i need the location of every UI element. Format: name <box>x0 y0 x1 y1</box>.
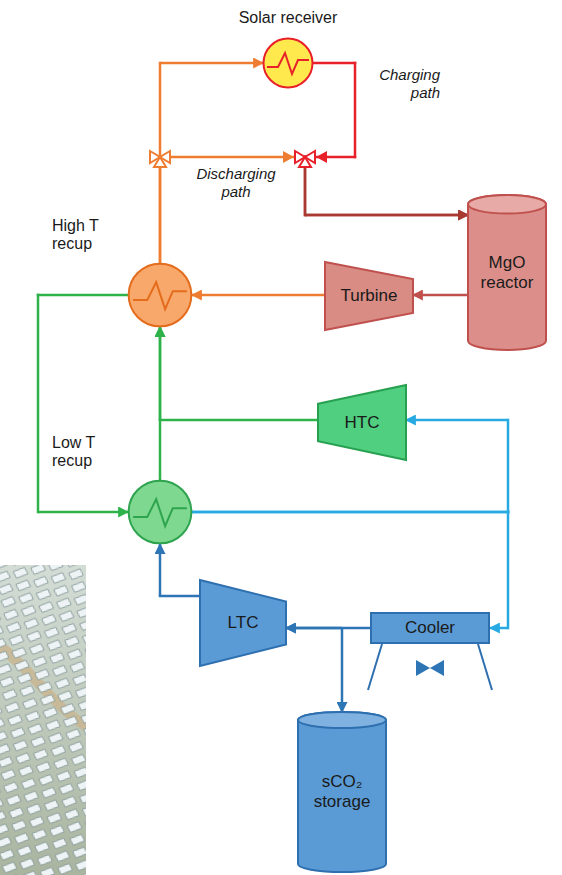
cooler-fan <box>368 644 492 690</box>
pipe-segment <box>413 294 468 297</box>
pipe-segment <box>354 63 357 157</box>
recuperator-circle: High T recup <box>128 263 192 327</box>
recuperator-circle: Low T recup <box>128 480 192 544</box>
pipe-segment <box>159 544 162 596</box>
pipe-segment <box>305 214 468 217</box>
shape-outline <box>128 480 192 544</box>
flow-arrowhead <box>283 151 294 163</box>
fan-symbol <box>416 660 444 676</box>
pipe-segment <box>38 294 128 297</box>
pipe-segment <box>160 62 263 65</box>
flow-connector <box>160 327 318 420</box>
trapezoid-outline <box>325 262 413 330</box>
component-name: LTC <box>204 613 282 633</box>
circle-outline <box>129 264 192 327</box>
pipe-segment <box>406 419 508 422</box>
heat-exchanger-symbol <box>267 53 309 74</box>
heliostat-rows <box>0 565 86 875</box>
cylinder-body <box>468 195 546 350</box>
cooler-box: Cooler <box>370 612 490 644</box>
circle-outline <box>264 39 313 88</box>
pipe-segment <box>286 627 342 630</box>
component-label: Solar receiver <box>223 9 353 27</box>
heat-exchanger-symbol <box>133 282 187 309</box>
flow-arrowhead <box>316 151 327 163</box>
flow-connector <box>305 63 468 215</box>
pipe-segment <box>159 327 162 480</box>
cooler-leg <box>368 644 382 690</box>
trapezoid-outline <box>200 580 286 666</box>
component-name: MgO reactor <box>472 253 542 292</box>
storage-cylinder: sCO₂ storage <box>298 712 386 872</box>
heat-exchanger-circle: Solar receiver <box>263 38 313 88</box>
compressor-shape: HTC <box>318 385 406 460</box>
heat-exchanger-symbol <box>133 499 187 526</box>
pipe-segment <box>192 511 508 514</box>
pipe-segment <box>159 157 162 263</box>
pipe-segment <box>490 627 508 630</box>
path-label: Discharging path <box>180 165 292 201</box>
compressor-shape: LTC <box>200 580 286 666</box>
component-label: Low T recup <box>52 434 110 471</box>
pipe-segment <box>37 295 40 512</box>
flow-connector <box>413 295 468 296</box>
reactor-cylinder: MgO reactor <box>468 195 546 350</box>
three-way-valve <box>283 151 327 167</box>
pipe-segment <box>192 294 325 297</box>
trapezoid-outline <box>318 385 406 460</box>
shape-outline <box>128 263 192 327</box>
solar-field-photo <box>0 565 86 875</box>
pipe-segment <box>305 214 468 217</box>
shape-outline <box>263 38 313 88</box>
path-label: Charging path <box>358 66 440 102</box>
pipe-segment <box>507 420 510 512</box>
flow-connector <box>160 327 161 480</box>
cylinder-body <box>298 712 386 872</box>
pipe-segment <box>160 595 200 598</box>
pipe-segment <box>160 419 318 422</box>
component-label: High T recup <box>52 217 110 254</box>
flow-connector <box>192 295 325 296</box>
pipe-segment <box>159 327 162 420</box>
valve-symbol <box>299 157 311 167</box>
component-name: Cooler <box>376 618 484 638</box>
cooler-leg <box>478 644 492 690</box>
photo-ground <box>0 565 86 875</box>
pipe-segment <box>38 511 128 514</box>
pipe-segment <box>286 627 370 630</box>
circle-outline <box>129 481 192 544</box>
flow-connector <box>160 63 263 263</box>
turbine-shape: Turbine <box>325 262 413 330</box>
component-name: Turbine <box>329 286 409 306</box>
flow-connector <box>160 157 468 263</box>
pipe-segment <box>192 511 508 514</box>
component-name: sCO₂ storage <box>302 772 382 811</box>
flow-connector <box>38 295 128 512</box>
flow-connector <box>286 628 342 712</box>
flow-connector <box>286 628 370 629</box>
flow-connector <box>160 544 200 596</box>
pipe-segment <box>341 628 344 712</box>
component-name: HTC <box>322 413 402 433</box>
valve-symbol <box>154 157 166 167</box>
cylinder-top <box>468 195 546 214</box>
pipe-segment <box>313 62 355 65</box>
cylinder-top <box>298 712 386 728</box>
pipe-segment <box>507 512 510 628</box>
three-way-valve <box>150 151 170 167</box>
